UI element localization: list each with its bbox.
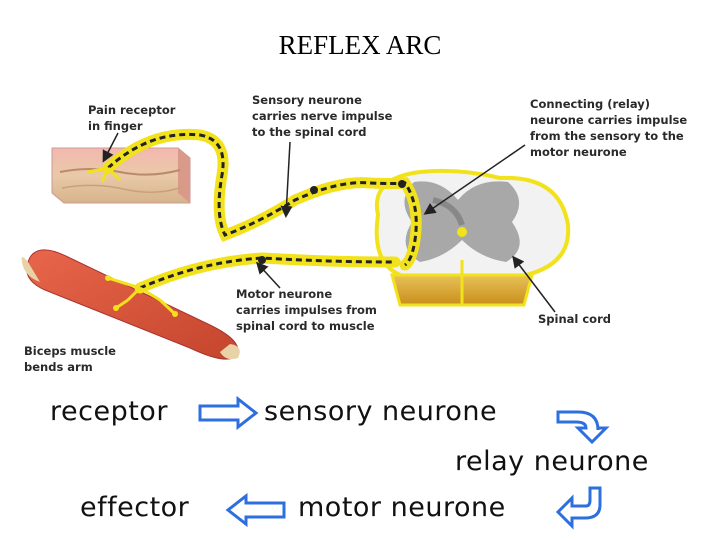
receptor-endings <box>87 166 122 183</box>
pointer-connecting-neurone <box>423 144 526 215</box>
curved-return-arrow-icon <box>555 486 602 530</box>
finger-skin-block <box>51 147 191 204</box>
label-motor-neurone: Motor neurone carries impulses from spin… <box>236 287 381 333</box>
flow-receptor: receptor <box>50 396 168 427</box>
flow-effector: effector <box>80 492 190 523</box>
label-biceps: Biceps muscle bends arm <box>24 344 120 374</box>
pointer-motor-neurone <box>255 261 281 289</box>
spinal-cord-cross-section <box>374 168 571 307</box>
pointer-pain-receptor <box>102 132 119 163</box>
flow-relay-neurone: relay neurone <box>455 446 649 477</box>
curved-down-arrow-icon <box>556 410 610 445</box>
label-pain-receptor: Pain receptor in finger <box>88 103 179 133</box>
left-arrow-icon <box>225 492 286 528</box>
label-spinal-cord: Spinal cord <box>538 312 611 326</box>
pointer-spinal-cord <box>512 255 556 313</box>
motor-neurone-path <box>105 252 401 317</box>
sensory-neurone-path <box>102 128 422 271</box>
flow-sensory-neurone: sensory neurone <box>264 396 497 427</box>
biceps-muscle <box>21 249 240 360</box>
label-connecting-neurone: Connecting (relay) neurone carries impul… <box>530 97 691 159</box>
flow-motor-neurone: motor neurone <box>298 492 506 523</box>
pointer-sensory-neurone <box>280 141 293 218</box>
page-title: REFLEX ARC <box>278 30 442 60</box>
right-arrow-icon <box>198 395 259 431</box>
label-sensory-neurone: Sensory neurone carries nerve impulse to… <box>252 93 396 139</box>
